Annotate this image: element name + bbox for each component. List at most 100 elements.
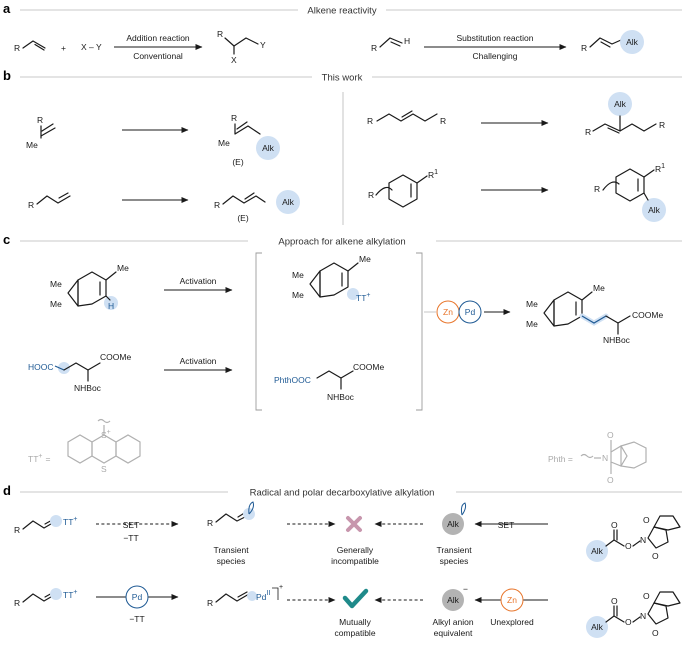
panel-letter-a: a xyxy=(3,1,11,16)
alk-highlight xyxy=(620,30,644,54)
radical-orbital xyxy=(248,501,254,515)
alk-highlight xyxy=(586,616,608,638)
alk-highlight xyxy=(276,190,300,214)
thianthrene-structure: S+ S xyxy=(67,418,141,474)
alk-label: Alk xyxy=(626,37,639,47)
me-label: Me xyxy=(218,138,230,148)
cyclohexene-ring xyxy=(388,174,418,208)
hooc-label: HOOC xyxy=(28,362,54,372)
e-isomer-label: (E) xyxy=(232,157,244,167)
panel-letter-d: d xyxy=(3,483,11,498)
alkyl-anion-circle xyxy=(442,589,464,611)
c-highlight xyxy=(347,288,359,300)
o-label: O xyxy=(611,596,618,606)
ester-carbonyl xyxy=(613,605,618,617)
r-label: R xyxy=(581,43,587,53)
check-icon xyxy=(342,588,369,609)
new-bond-highlight xyxy=(579,313,609,326)
imide-ring xyxy=(610,445,628,467)
radical-orbital xyxy=(460,502,467,516)
cyclopropane-ring xyxy=(309,270,321,298)
alk-label: Alk xyxy=(447,595,460,605)
alkene-bond xyxy=(376,113,438,122)
r1-label: R1 xyxy=(655,163,665,174)
cyclopropane-ring xyxy=(67,279,79,307)
phth-definition-label: Phth = xyxy=(548,454,573,464)
zn-label: Zn xyxy=(443,307,453,317)
carene-ring xyxy=(77,271,107,307)
alkene-double-bond xyxy=(58,192,69,199)
alkyl-radical-circle xyxy=(442,513,464,535)
alkene-double-bond xyxy=(244,192,255,200)
challenging-label: Challenging xyxy=(473,51,518,61)
generally-label: Generally xyxy=(337,545,374,555)
panel-c: c Approach for alkene alkylation Me Me M… xyxy=(3,232,682,485)
set-label: SET xyxy=(498,520,515,530)
alkenyl-bond xyxy=(22,520,57,530)
r-label: R xyxy=(585,127,591,137)
c-highlight xyxy=(50,515,62,527)
minus-tt-label: −TT xyxy=(129,614,144,624)
r1-label: R1 xyxy=(428,169,438,180)
pd-oxidation: II xyxy=(266,590,270,597)
r-label: R xyxy=(14,525,20,535)
carene-ring xyxy=(553,291,583,327)
zn-label: Zn xyxy=(507,595,517,605)
pd-label: Pd xyxy=(465,307,476,317)
r-label: R xyxy=(594,184,600,194)
panel-c-title: Approach for alkene alkylation xyxy=(278,237,405,248)
panel-letter-b: b xyxy=(3,68,11,83)
o-label: O xyxy=(643,591,650,601)
tt-label: TT+ xyxy=(63,516,77,527)
o-label: O xyxy=(625,617,632,627)
me-label: Me xyxy=(26,140,38,150)
o-label: O xyxy=(607,475,614,485)
c-highlight xyxy=(58,362,70,374)
n-o-bond xyxy=(632,616,641,623)
alkene-double-bond xyxy=(401,110,413,118)
pd-ii-label: PdII xyxy=(256,590,270,602)
methyl-bond xyxy=(105,271,117,281)
panel-b-title: This work xyxy=(322,73,363,84)
tt-def-text: TT xyxy=(28,454,38,464)
nhboc-label: NHBoc xyxy=(74,383,102,393)
r-label: R xyxy=(368,190,374,200)
bracket-right xyxy=(416,252,423,411)
x-label: X xyxy=(231,55,237,65)
alkene-bond xyxy=(379,37,403,48)
alk-bond xyxy=(643,192,649,201)
wavy-bond xyxy=(97,418,111,424)
minus-tt-label: −TT xyxy=(123,533,138,543)
r1-bond xyxy=(643,169,655,178)
plus-sign: + xyxy=(61,43,66,53)
tt-charge: + xyxy=(73,516,77,523)
alkyl-anion-label: Alkyl anion xyxy=(432,617,473,627)
alkene-bond xyxy=(222,195,266,205)
panel-a: a Alkene reactivity R + X – Y Addition r… xyxy=(3,1,682,65)
addition-label: Addition reaction xyxy=(126,33,190,43)
r-label: R xyxy=(371,43,377,53)
coome-label: COOMe xyxy=(100,352,131,362)
alk-label: Alk xyxy=(614,99,627,109)
o-label: O xyxy=(611,520,618,530)
imide-ring xyxy=(647,526,669,549)
activation-label: Activation xyxy=(180,276,217,286)
o-label: O xyxy=(625,541,632,551)
r-label: R xyxy=(217,29,223,39)
r-label: R xyxy=(659,120,665,130)
panel-b: b This work R Me R Me Alk (E) R R Alk (E… xyxy=(3,68,682,225)
methyl-bond xyxy=(581,291,593,301)
species-label: species xyxy=(440,556,469,566)
r1-superscript: 1 xyxy=(434,169,438,176)
s-text: S xyxy=(101,430,107,440)
conventional-label: Conventional xyxy=(133,51,183,61)
incompatible-label: incompatible xyxy=(331,556,379,566)
alkene-double-bond xyxy=(390,41,401,47)
r-attach-bond xyxy=(602,181,620,191)
benzo-ring xyxy=(653,591,681,607)
nhboc-label: NHBoc xyxy=(603,335,631,345)
alkene-bond xyxy=(234,123,261,135)
charge-bracket xyxy=(272,587,279,600)
alk-label: Alk xyxy=(648,205,661,215)
